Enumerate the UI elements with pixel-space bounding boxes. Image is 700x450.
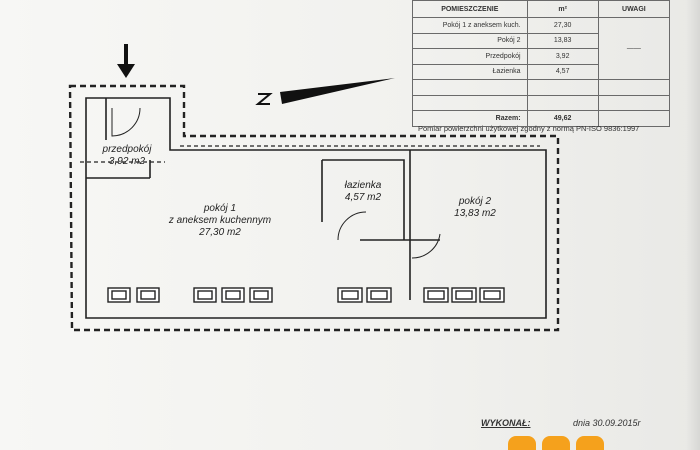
norm-note: Pomiar powierzchni użytkowej zgodny z no… — [418, 124, 640, 133]
room-label-room1: pokój 1 z aneksem kuchennym 27,30 m2 — [168, 203, 272, 238]
interior-dashed — [80, 145, 540, 163]
page-edge-shadow — [686, 0, 700, 450]
north-arrow-icon — [255, 78, 395, 105]
area-table: POMIESZCZENIE m² UWAGI Pokój 1 z aneksem… — [412, 0, 671, 127]
room-label-room2: pokój 2 13,83 m2 — [454, 196, 496, 219]
company-logo — [508, 436, 620, 450]
room-label-hall: przedpokój 3,92 m2 — [102, 144, 152, 167]
hall-wall — [86, 98, 151, 179]
table-total-row: Razem: 49,62 — [412, 110, 671, 127]
document-date: dnia 30.09.2015r — [573, 418, 641, 428]
entrance-arrow-icon — [117, 44, 135, 78]
table-header-row: POMIESZCZENIE m² UWAGI — [412, 0, 671, 18]
table-row: Łazienka 4,57 — [412, 63, 670, 80]
door-room2 — [411, 233, 441, 259]
bathroom-walls — [321, 159, 440, 241]
table-row: Pokój 1 z aneksem kuch. 27,30 —— — [412, 17, 671, 80]
door-bathroom — [337, 211, 367, 241]
inner-walls — [85, 97, 547, 319]
notes-cell: —— — [597, 17, 671, 80]
table-row-empty — [412, 94, 671, 111]
total-value: 49,62 — [526, 110, 599, 127]
made-by-label: WYKONAŁ: — [481, 418, 531, 428]
outer-boundary — [68, 84, 560, 332]
door-hall — [111, 107, 141, 137]
room-label-bathroom: łazienka 4,57 m2 — [344, 180, 382, 203]
